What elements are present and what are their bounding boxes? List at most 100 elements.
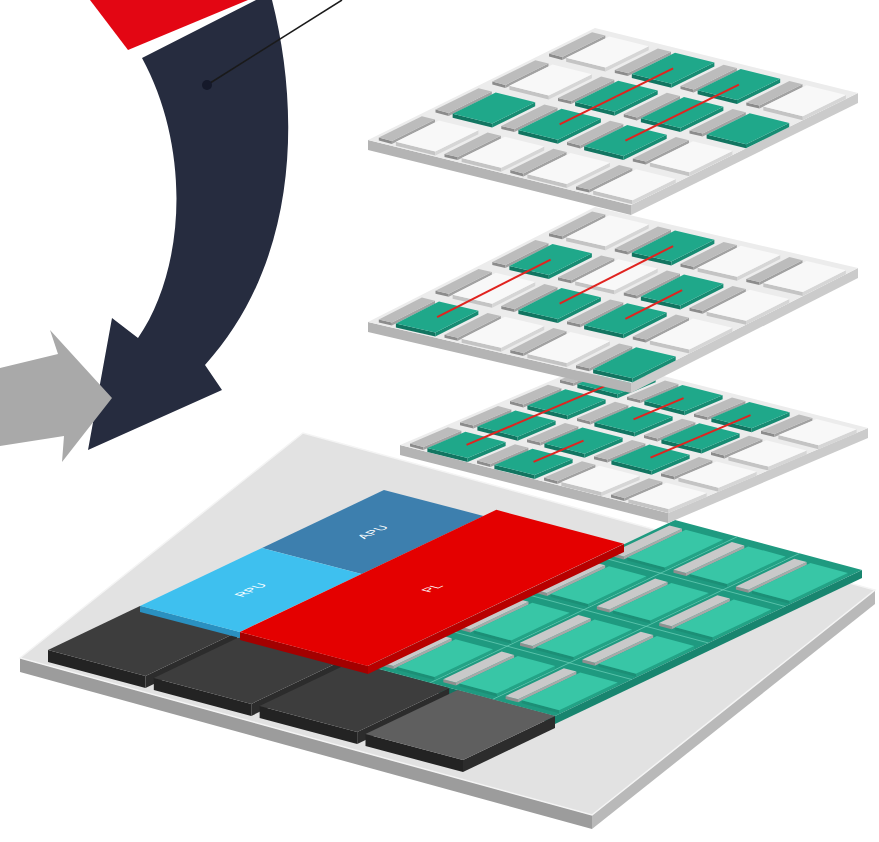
engine-tile (599, 636, 695, 674)
tile-memory (761, 415, 812, 435)
active-tile-side (671, 63, 714, 88)
active-tile-side (746, 123, 789, 148)
idle-tile (678, 462, 756, 488)
tile-memory-side (505, 64, 548, 88)
data-link (616, 68, 673, 96)
active-tile (577, 368, 655, 394)
layer-plate (368, 28, 858, 205)
idle-tile (396, 121, 479, 152)
tile-memory (694, 398, 745, 418)
active-tile-side (680, 284, 723, 310)
idle-tile-side (501, 147, 544, 172)
active-tile-side (509, 266, 548, 279)
tile-memory (681, 242, 737, 267)
active-tile-side (575, 102, 614, 116)
tile-memory-side (523, 331, 566, 356)
tile-memory-side (567, 142, 580, 148)
tile-memory-side (694, 68, 737, 92)
tile-memory-side (703, 289, 746, 314)
tile-memory (558, 255, 614, 280)
tile-memory-side (576, 186, 589, 192)
active-tile-side (624, 135, 667, 160)
tile-memory-side (544, 478, 557, 484)
tile-memory (594, 440, 645, 460)
cycle-arrow-red (90, 0, 248, 50)
block-label: PL (417, 582, 447, 593)
tile-memory (615, 227, 671, 252)
idle-tile (763, 261, 846, 292)
tile-memory (492, 60, 548, 85)
tile-memory-side (557, 465, 595, 484)
tile-memory (501, 105, 557, 130)
tile-memory-side (523, 152, 566, 176)
idle-tile-side (567, 163, 610, 188)
active-tile (584, 125, 667, 156)
tile-memory (633, 137, 689, 162)
active-tile (575, 81, 658, 112)
active-tile (632, 53, 715, 84)
active-tile-side (584, 146, 623, 160)
tile-memory (445, 313, 501, 338)
tile-memory-side (558, 277, 571, 283)
tile-memory-side (646, 140, 689, 164)
tile-memory (501, 284, 557, 309)
layer-side (400, 445, 668, 523)
active-tile (698, 69, 781, 100)
layer-tiles (379, 32, 846, 204)
tile-memory (567, 299, 623, 324)
active-tile (611, 445, 689, 471)
layer-side (368, 140, 631, 215)
data-link (567, 381, 617, 402)
tile-memory-side (615, 249, 628, 255)
tile-memory (379, 116, 435, 141)
data-link (517, 402, 567, 423)
active-tile (477, 411, 555, 437)
tile-memory (690, 109, 746, 134)
active-tile-side (611, 461, 651, 475)
tile-memory-side (410, 444, 423, 450)
idle-tile (566, 37, 649, 68)
tile-memory-side (624, 114, 637, 120)
idle-tile-side (728, 456, 768, 470)
active-tile (427, 432, 505, 458)
data-link (560, 246, 674, 303)
idle-tile (650, 319, 733, 350)
tile-memory-side (458, 316, 501, 341)
idle-tile-side (435, 130, 478, 155)
tile-memory-side (445, 154, 458, 160)
active-tile-side (518, 130, 557, 144)
tile-memory-side (527, 439, 540, 445)
tile-memory (661, 457, 712, 477)
tile-memory-side (690, 130, 703, 136)
layer-tiles (410, 364, 857, 513)
idle-tile-side (453, 295, 493, 308)
active-tile (494, 449, 572, 475)
idle-tile-side (763, 107, 803, 121)
idle-tile (509, 65, 592, 96)
tile-memory-side (589, 168, 632, 192)
layer-side (631, 93, 858, 215)
idle-tile-side (778, 435, 818, 449)
tile-memory-side (562, 36, 605, 60)
tile-memory-side (607, 444, 645, 463)
tile-memory-side (628, 52, 671, 76)
active-tile (711, 402, 789, 428)
tile-memory (644, 419, 695, 439)
idle-tile-side (650, 340, 689, 353)
engine-tile (752, 563, 848, 601)
tile-memory-side (392, 120, 435, 144)
idle-tile (561, 466, 639, 492)
tile-memory-side (571, 258, 614, 283)
active-tile (396, 302, 479, 333)
idle-tile (462, 137, 545, 168)
tile-memory-side (646, 318, 689, 343)
active-tile (453, 93, 536, 124)
tile-memory-side (567, 321, 580, 327)
tile-memory (611, 478, 662, 498)
tile-memory (460, 406, 511, 426)
tile-memory-side (549, 233, 562, 239)
idle-tile (462, 317, 545, 348)
active-tile-side (427, 448, 467, 462)
data-link (625, 290, 682, 319)
